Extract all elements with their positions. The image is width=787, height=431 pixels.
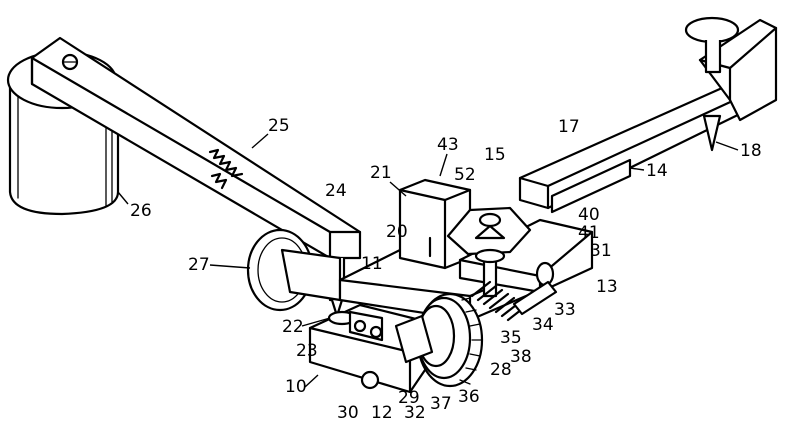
label-18: 18 xyxy=(740,141,762,161)
label-10: 10 xyxy=(285,377,307,397)
dial-plate-15 xyxy=(446,206,532,298)
disc-27 xyxy=(246,228,342,312)
clamp-18 xyxy=(684,16,778,152)
label-35: 35 xyxy=(500,328,522,348)
right-arm-17 xyxy=(518,78,754,214)
label-32: 32 xyxy=(404,403,426,423)
label-29: 29 xyxy=(398,388,420,408)
label-20: 20 xyxy=(386,222,408,242)
label-12: 12 xyxy=(371,403,393,423)
label-13: 13 xyxy=(596,277,618,297)
label-52: 52 xyxy=(454,165,476,185)
left-arm-25 xyxy=(30,36,362,260)
label-31: 31 xyxy=(590,241,612,261)
reference-labels: 10 11 12 13 14 15 17 18 20 21 22 23 24 2… xyxy=(117,116,762,423)
label-24: 24 xyxy=(325,181,347,201)
label-23: 23 xyxy=(296,341,318,361)
label-15: 15 xyxy=(484,145,506,165)
label-14: 14 xyxy=(646,161,668,181)
label-41: 41 xyxy=(578,223,600,243)
label-27: 27 xyxy=(188,255,210,275)
label-17: 17 xyxy=(558,117,580,137)
label-21: 21 xyxy=(370,163,392,183)
label-30: 30 xyxy=(337,403,359,423)
label-37: 37 xyxy=(430,394,452,414)
label-22: 22 xyxy=(282,317,304,337)
label-36: 36 xyxy=(458,387,480,407)
dial-drum-28 xyxy=(394,292,484,388)
screw-34 xyxy=(470,280,558,322)
label-33: 33 xyxy=(554,300,576,320)
label-28: 28 xyxy=(490,360,512,380)
label-38: 38 xyxy=(510,347,532,367)
label-25: 25 xyxy=(268,116,290,136)
label-43: 43 xyxy=(437,135,459,155)
label-34: 34 xyxy=(532,315,554,335)
label-11: 11 xyxy=(361,254,383,274)
label-40: 40 xyxy=(578,205,600,225)
label-26: 26 xyxy=(130,201,152,221)
